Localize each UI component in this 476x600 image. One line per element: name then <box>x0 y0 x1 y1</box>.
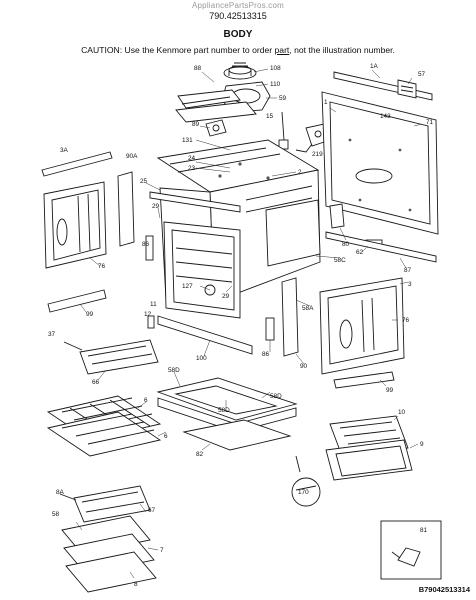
callout-8: 8 <box>134 581 138 588</box>
callout-110: 110 <box>270 81 281 88</box>
callout-3A: 3A <box>60 147 69 154</box>
callout-58C: 58C <box>334 257 346 264</box>
callout-59: 59 <box>279 95 287 102</box>
left-side-panel[interactable] <box>43 181 107 269</box>
callout-8A: 8A <box>56 489 65 496</box>
callout-15: 15 <box>266 113 274 120</box>
broiler-pan-9[interactable] <box>325 439 413 481</box>
callout-89: 89 <box>192 121 200 128</box>
callout-90: 90 <box>300 363 308 370</box>
callout-99-left: 99 <box>86 311 94 318</box>
heating-element-66[interactable] <box>63 339 159 375</box>
diagram-title: BODY <box>223 29 253 40</box>
callout-25: 25 <box>140 178 148 185</box>
callout-1A: 1A <box>370 63 379 70</box>
top-panel[interactable] <box>156 139 320 193</box>
callout-58: 58 <box>52 511 60 518</box>
callout-7: 7 <box>160 547 164 554</box>
callout-131: 131 <box>182 137 193 144</box>
caution-part-link[interactable]: part <box>274 45 290 55</box>
bake-element-8A[interactable] <box>59 485 151 523</box>
callout-86-left: 86 <box>142 241 150 248</box>
callout-58D-center: 58D <box>218 407 230 414</box>
callout-1: 1 <box>324 99 328 106</box>
callout-24: 24 <box>188 155 196 162</box>
callout-88: 88 <box>194 65 202 72</box>
callout-2: 2 <box>298 169 302 176</box>
callout-127: 127 <box>182 283 193 290</box>
bottom-tray-8[interactable] <box>65 551 157 593</box>
fan-assembly[interactable] <box>223 62 257 80</box>
model-number: 790.42513315 <box>209 11 267 21</box>
callout-6-upper: 6 <box>144 397 148 404</box>
caution-suffix: , not the illustration number. <box>289 45 395 55</box>
insulation-58C[interactable] <box>265 199 321 267</box>
callout-58A: 58A <box>302 305 314 312</box>
detail-box-81[interactable] <box>380 520 442 580</box>
callout-9: 9 <box>420 441 424 448</box>
lower-rail-99-right[interactable] <box>333 371 395 389</box>
vent-90A[interactable] <box>117 171 135 247</box>
fan-bracket[interactable] <box>177 89 241 109</box>
thermostat-bracket[interactable] <box>205 119 227 137</box>
caution-prefix: CAUTION: Use the Kenmore part number to … <box>81 45 275 55</box>
callout-58D-right: 58D <box>270 393 282 400</box>
callout-6-lower: 6 <box>164 433 168 440</box>
callout-12: 12 <box>144 311 152 318</box>
rear-panel[interactable] <box>321 91 439 235</box>
callout-81: 81 <box>420 527 428 534</box>
callout-67: 67 <box>148 507 156 514</box>
leader-lines <box>75 68 423 579</box>
side-trim-58A[interactable] <box>281 277 299 357</box>
bracket-80[interactable] <box>329 203 345 229</box>
top-rail-3A[interactable] <box>41 151 113 177</box>
callout-10: 10 <box>398 409 406 416</box>
callout-82: 82 <box>196 451 204 458</box>
callout-37: 37 <box>48 331 56 338</box>
callout-90A: 90A <box>126 153 138 160</box>
callout-99-right: 99 <box>386 387 394 394</box>
oven-rack-lower[interactable] <box>46 411 162 457</box>
vent-cover-57[interactable] <box>397 79 417 99</box>
drawer-bottom-82[interactable] <box>182 419 292 451</box>
callout-76-right: 76 <box>402 317 410 324</box>
callout-170: 170 <box>298 489 309 496</box>
callout-143: 143 <box>380 113 391 120</box>
vent-trim-86[interactable] <box>265 317 275 341</box>
callout-29-top: 29 <box>152 203 160 210</box>
callout-219: 219 <box>312 151 323 158</box>
callout-100: 100 <box>196 355 207 362</box>
callout-57: 57 <box>418 71 426 78</box>
detail-circle-170[interactable] <box>291 455 321 507</box>
callout-87: 87 <box>404 267 412 274</box>
callout-11: 11 <box>150 301 157 308</box>
callout-76-left: 76 <box>98 263 106 270</box>
right-side-panel[interactable] <box>319 277 405 375</box>
callout-23: 23 <box>188 165 196 172</box>
callout-29-mid: 29 <box>222 293 230 300</box>
callout-labels: 88 108 110 59 1A 57 1 143 71 89 15 131 2… <box>48 63 434 588</box>
callout-71: 71 <box>426 119 434 126</box>
top-duct[interactable] <box>175 101 257 123</box>
drawer-frame-58D[interactable] <box>156 377 298 421</box>
callout-66: 66 <box>92 379 100 386</box>
bottom-rail-87[interactable] <box>325 231 437 263</box>
caution-note: CAUTION: Use the Kenmore part number to … <box>0 45 476 55</box>
callout-108: 108 <box>270 65 281 72</box>
oven-front-frame[interactable] <box>163 221 241 319</box>
callout-80: 80 <box>342 241 350 248</box>
hinge-receiver-left[interactable] <box>145 235 155 329</box>
diagram-code: B79042513314 <box>418 585 470 594</box>
lower-rail-99-left[interactable] <box>47 289 107 313</box>
bottom-trim-100[interactable] <box>157 315 253 355</box>
trim-strip-25[interactable] <box>149 191 241 213</box>
callout-3: 3 <box>408 281 412 288</box>
probe-sensor[interactable] <box>278 111 289 150</box>
callout-58D-top: 58D <box>168 367 180 374</box>
callout-62: 62 <box>356 249 364 256</box>
callout-86-bottom: 86 <box>262 351 270 358</box>
watermark-text: AppliancePartsPros.com <box>192 1 284 10</box>
